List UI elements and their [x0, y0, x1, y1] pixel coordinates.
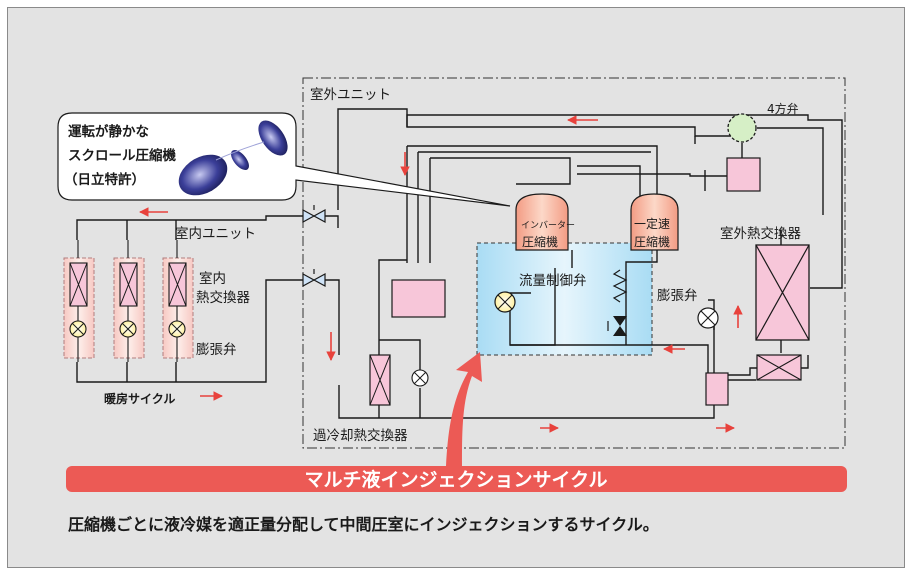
- outdoor-expansion-label: 膨張弁: [657, 288, 698, 304]
- flow-arrows: [139, 115, 743, 433]
- outdoor-hx-label: 室外熱交換器: [720, 225, 801, 242]
- indoor-unit-label: 室内ユニット: [175, 225, 256, 242]
- fixed-compressor-label-2: 圧縮機: [634, 234, 670, 249]
- flow-control-valve-label: 流量制御弁: [519, 273, 587, 289]
- indoor-units: [63, 240, 194, 362]
- banner-bar: [66, 466, 847, 492]
- four-way-valve-label: 4方弁: [767, 101, 799, 116]
- four-way-valve-icon: [727, 113, 757, 143]
- banner-title: マルチ液インジェクションサイクル: [304, 468, 607, 491]
- indoor-expansion-label: 膨張弁: [196, 342, 237, 358]
- indoor-hx-label-2: 熱交換器: [196, 289, 250, 306]
- piping: [76, 108, 843, 419]
- check-valve-icon: [613, 316, 627, 336]
- callout-line-1: 運転が静かな: [68, 123, 149, 140]
- subcool-hx-label: 過冷却熱交換器: [313, 427, 408, 444]
- indoor-hx-label-1: 室内: [199, 270, 226, 287]
- inverter-compressor-label-1: インバーター: [521, 220, 575, 231]
- outdoor-unit-label: 室外ユニット: [310, 86, 391, 103]
- inverter-compressor-icon: [515, 193, 569, 251]
- scroll-compressor-image: [178, 120, 288, 196]
- callout-bubble: [57, 112, 511, 207]
- service-valve-bottom-icon: [302, 272, 326, 288]
- spring-icon: [612, 269, 628, 303]
- heating-cycle-label: 暖房サイクル: [104, 391, 175, 406]
- service-valve-top-icon: [302, 208, 326, 224]
- small-receiver-icon: [705, 372, 729, 406]
- receiver-icon: [391, 279, 446, 318]
- fixed-compressor-icon: [630, 193, 679, 251]
- injection-arrow: [446, 352, 482, 466]
- inverter-compressor-label-2: 圧縮機: [522, 234, 558, 249]
- callout-line-3: （日立特許）: [64, 171, 145, 188]
- description-text: 圧縮機ごとに液冷媒を適正量分配して中間圧室にインジェクションするサイクル。: [68, 515, 659, 534]
- callout-line-2: スクロール圧縮機: [68, 147, 176, 164]
- accumulator-top: [726, 157, 761, 192]
- outdoor-unit-boundary: [302, 77, 846, 449]
- fixed-compressor-label-1: 一定速: [634, 216, 670, 231]
